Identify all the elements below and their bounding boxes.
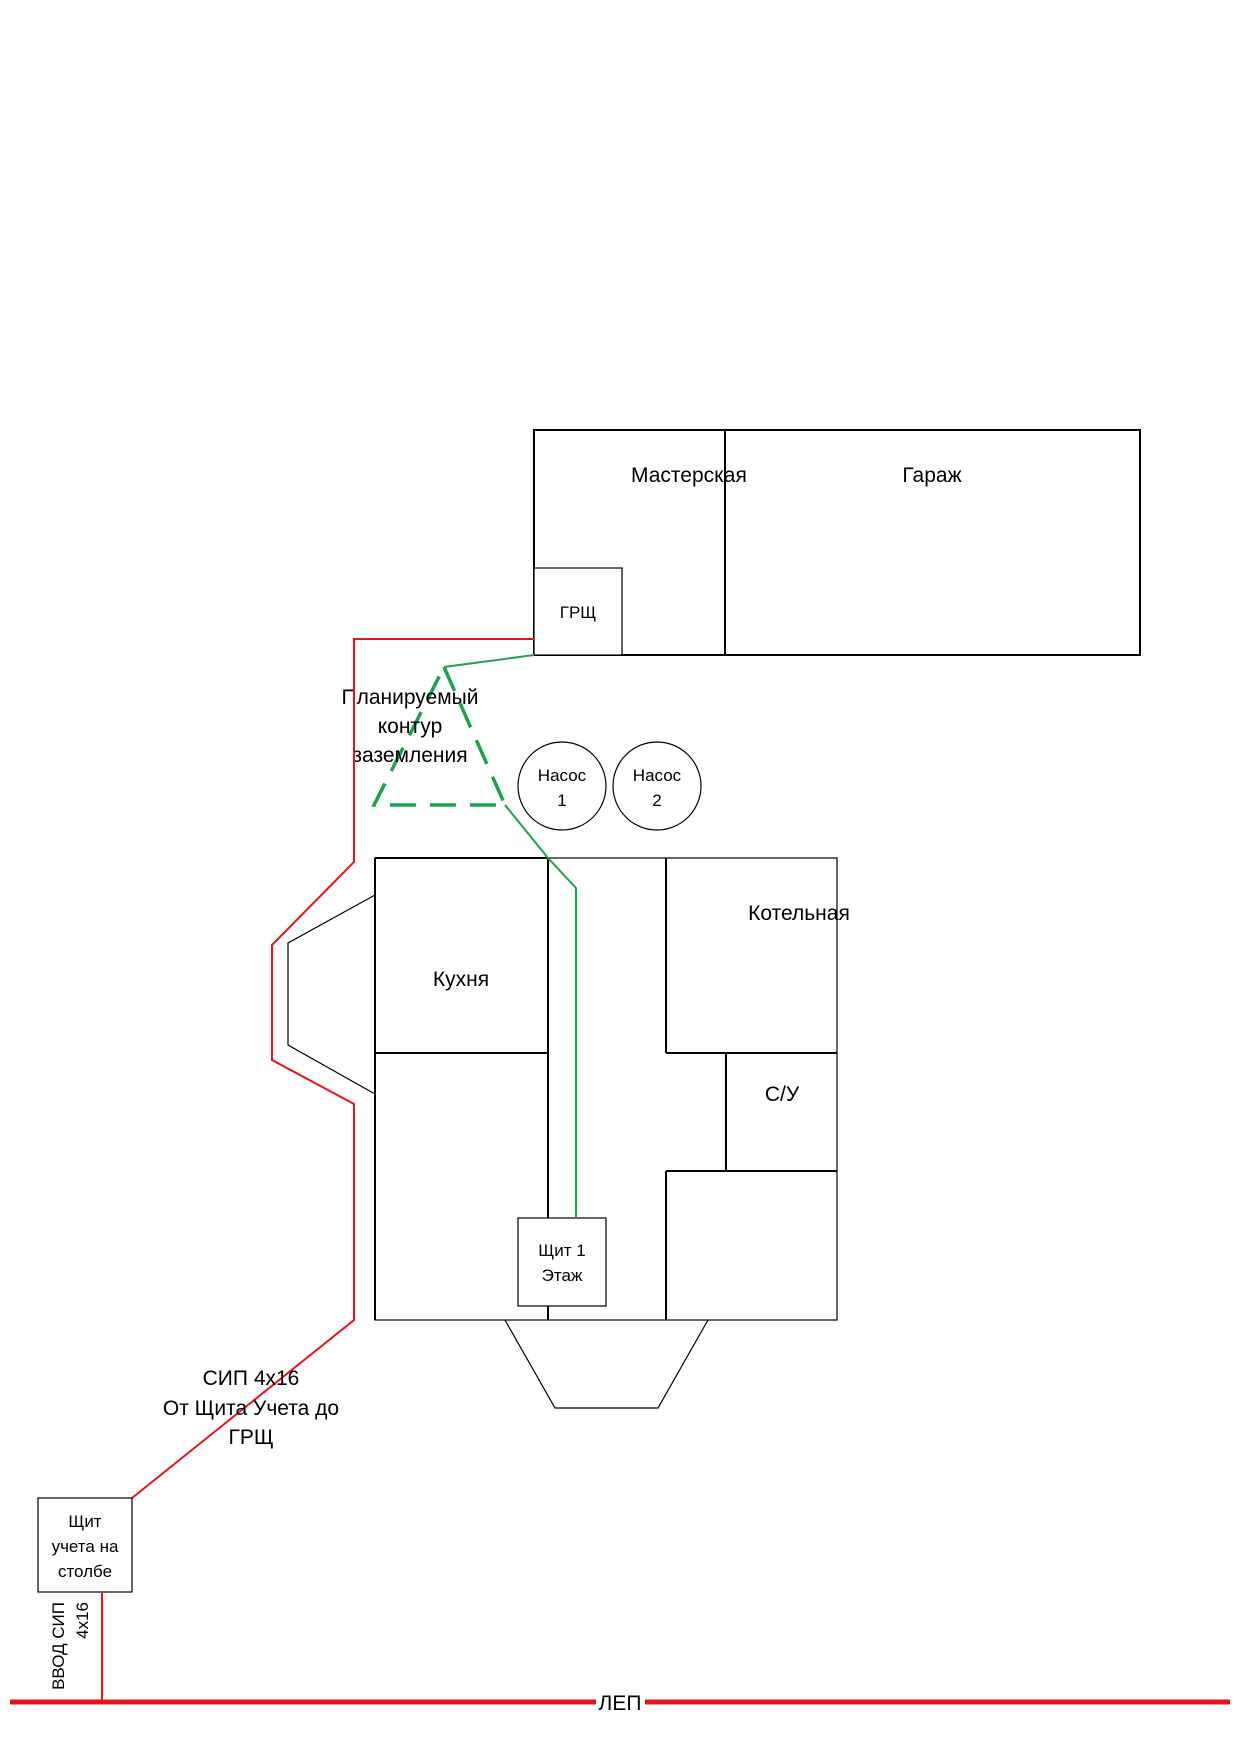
power-line: ЛЕП: [10, 1692, 1230, 1715]
floor-panel: [517, 1217, 607, 1307]
bay-window: [287, 894, 376, 1095]
power-cable: СИП 4х16 От Щита Учета до ГРЩ: [131, 638, 534, 1499]
boiler-label: Котельная: [748, 902, 850, 925]
meter-panel-label-1: Щит: [68, 1512, 101, 1531]
meter-panel: Щит учета на столбе: [37, 1497, 133, 1593]
grounding: Планируемый контур заземления: [341, 654, 577, 1218]
floor-panel-label-1: Щит 1: [538, 1241, 585, 1260]
grsch-label: ГРЩ: [560, 603, 597, 622]
meter-panel-label-3: столбе: [58, 1562, 112, 1581]
grsch-panel: [533, 567, 623, 656]
pump-2-circle: [612, 741, 702, 831]
cable-label-1: СИП 4х16: [203, 1367, 300, 1390]
garage-label: Гараж: [902, 464, 961, 487]
input-label-1: ВВОД СИП: [49, 1602, 68, 1690]
pump-2-label-1: Насос: [633, 766, 682, 785]
garage-building: Мастерская Гараж ГРЩ: [533, 429, 1141, 656]
meter-panel-label-2: учета на: [52, 1537, 119, 1556]
sip-cable-route: [131, 638, 534, 1499]
grounding-label-3: заземления: [352, 744, 467, 767]
pump-2-label-2: 2: [652, 791, 661, 810]
ground-wire-grsch: [443, 654, 535, 668]
power-line-label: ЛЕП: [599, 1692, 642, 1715]
porch: [504, 1319, 709, 1409]
pump-1: Насос 1: [517, 741, 607, 831]
grounding-label-1: Планируемый: [341, 686, 478, 709]
garage-outline: [533, 429, 1141, 656]
input-label-2: 4х16: [73, 1602, 92, 1639]
cable-label-2: От Щита Учета до: [163, 1397, 339, 1420]
workshop-label: Мастерская: [631, 464, 747, 487]
bathroom-label: С/У: [765, 1083, 800, 1106]
pump-1-circle: [517, 741, 607, 831]
pump-1-label-1: Насос: [538, 766, 587, 785]
kitchen-label: Кухня: [433, 968, 489, 991]
floor-panel-label-2: Этаж: [542, 1266, 583, 1285]
cable-label-3: ГРЩ: [228, 1426, 273, 1449]
pump-1-label-2: 1: [557, 791, 566, 810]
pump-2: Насос 2: [612, 741, 702, 831]
ground-wire-floor-panel: [504, 804, 577, 1218]
grounding-label-2: контур: [378, 715, 443, 738]
meter-panel-box: [37, 1497, 133, 1593]
input-cable: ВВОД СИП 4х16: [49, 1592, 103, 1702]
house: Щит 1 Этаж Кухня Котельная С/У: [287, 857, 850, 1409]
grounding-contour: [371, 662, 508, 807]
